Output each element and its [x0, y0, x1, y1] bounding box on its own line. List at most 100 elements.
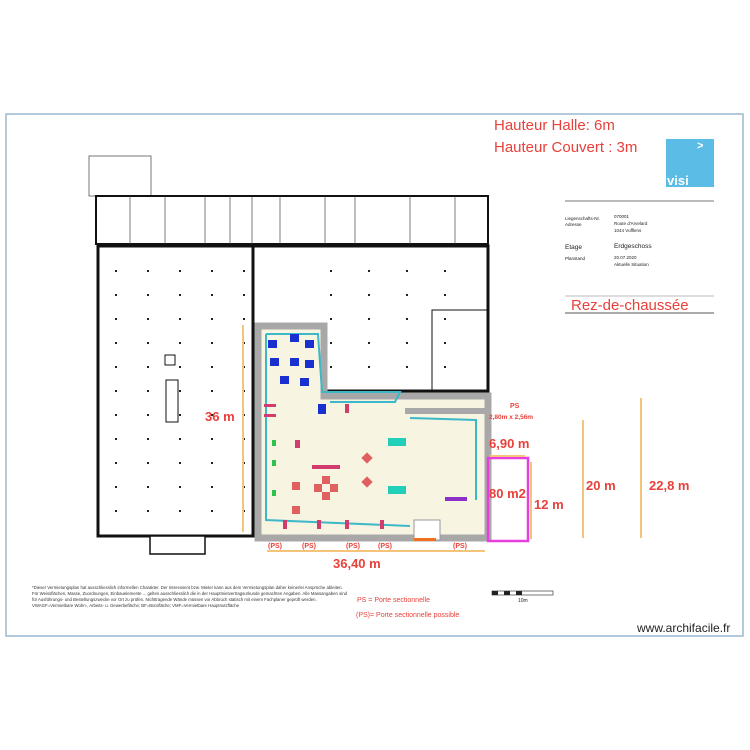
dim-20m: 20 m [586, 478, 616, 493]
column [179, 414, 181, 416]
furniture-item [345, 520, 349, 529]
furniture-item [330, 484, 338, 492]
column [330, 318, 332, 320]
ps-possible: (PS) [453, 543, 467, 550]
column [115, 486, 117, 488]
column [147, 438, 149, 440]
column [147, 390, 149, 392]
column [444, 270, 446, 272]
column [211, 318, 213, 320]
entrance [149, 535, 206, 555]
path-line [265, 334, 411, 527]
furniture-item [322, 492, 330, 500]
column [179, 270, 181, 272]
ps-possible: (PS) [378, 543, 392, 550]
footnote-wrap: *Dieser Vermietungsplan hat ausschliessl… [32, 585, 347, 608]
tb-label: Etage [565, 244, 582, 251]
column [147, 366, 149, 368]
dim-36-40m: 36,40 m [333, 556, 381, 571]
footnote: *Dieser Vermietungsplan hat ausschliessl… [32, 585, 347, 608]
column [115, 342, 117, 344]
furniture-item [305, 340, 314, 348]
column [444, 294, 446, 296]
column [243, 318, 245, 320]
annex-building [88, 155, 152, 197]
furniture-item [322, 476, 330, 484]
furniture-item [272, 490, 276, 496]
column [115, 366, 117, 368]
column [147, 414, 149, 416]
furniture-item [292, 482, 300, 490]
office-partitions [129, 196, 456, 244]
furniture-item [345, 404, 349, 413]
column [211, 510, 213, 512]
ps-label: PS [510, 403, 520, 410]
dim-12m: 12 m [534, 497, 564, 512]
furniture-item [280, 376, 289, 384]
annex-80m2 [486, 456, 530, 543]
column [406, 270, 408, 272]
staircase [165, 379, 179, 423]
column [179, 342, 181, 344]
column [368, 342, 370, 344]
column [211, 342, 213, 344]
furniture-item [290, 334, 299, 342]
tb-value: Erdgeschoss [614, 243, 652, 250]
scale-label: 10m [518, 598, 528, 604]
column [115, 294, 117, 296]
column [179, 462, 181, 464]
door [414, 538, 436, 541]
column [368, 366, 370, 368]
column [211, 486, 213, 488]
column [115, 462, 117, 464]
furniture [264, 334, 467, 529]
office-box [413, 519, 441, 541]
furniture-item [300, 378, 309, 386]
column [179, 366, 181, 368]
ps-possible: (PS) [302, 543, 316, 550]
column [406, 318, 408, 320]
furniture-item [317, 520, 321, 529]
logo: > visi [666, 139, 714, 188]
furniture-item [295, 440, 300, 448]
furniture-item [270, 358, 279, 366]
furniture-item [388, 438, 406, 446]
column [179, 390, 181, 392]
column [179, 486, 181, 488]
column [211, 270, 213, 272]
column [330, 294, 332, 296]
furniture-item [314, 484, 322, 492]
furniture-item [318, 404, 326, 414]
column [330, 342, 332, 344]
column [179, 294, 181, 296]
office-strip [95, 195, 489, 245]
ps-size: 2,80m x 2,56m [489, 414, 533, 421]
column [406, 342, 408, 344]
canopy-height: Hauteur Couvert : 3m [494, 139, 637, 156]
column [115, 318, 117, 320]
dim-6-90m: 6,90 m [489, 436, 529, 451]
column [147, 318, 149, 320]
tb-value: 1044 Vufflens [614, 228, 642, 233]
column [444, 342, 446, 344]
logo-arrow: > [697, 140, 703, 152]
column [243, 270, 245, 272]
column [211, 366, 213, 368]
ps-possible: (PS) [346, 543, 360, 550]
path-line [409, 417, 477, 500]
furniture-item [445, 497, 467, 501]
column [330, 366, 332, 368]
title-block: Liegenschafts-Nr. 070001 Adresse Route d… [565, 214, 652, 267]
furniture-item [312, 465, 340, 469]
column [444, 318, 446, 320]
display-diamond [361, 452, 373, 464]
column [147, 294, 149, 296]
column [147, 342, 149, 344]
furniture-item [292, 506, 300, 514]
column [406, 294, 408, 296]
tb-value: Aktuelle Situation [614, 262, 649, 267]
column [406, 366, 408, 368]
column [179, 510, 181, 512]
furniture-item [264, 414, 276, 417]
